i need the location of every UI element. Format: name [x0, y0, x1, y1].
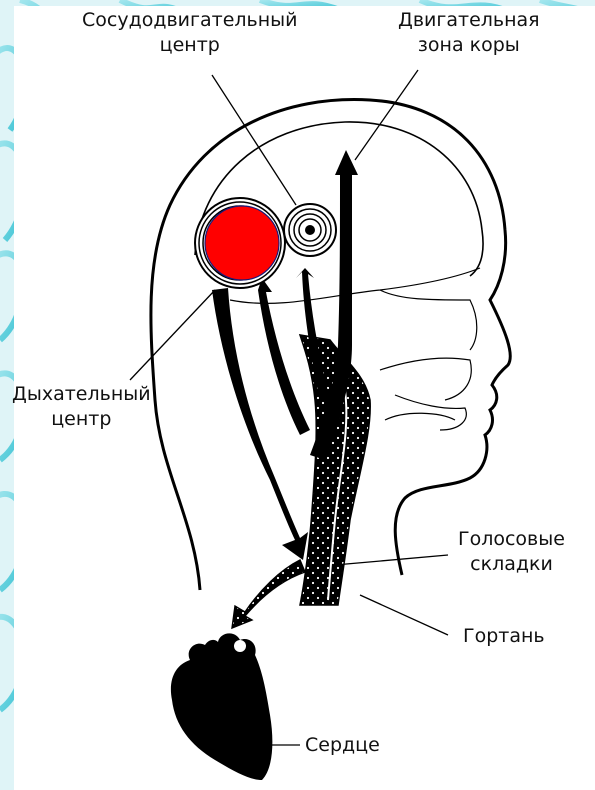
heart-shape	[171, 633, 272, 780]
respiratory-center-marker	[205, 206, 279, 280]
larynx-line1: Гортань	[463, 624, 545, 649]
label-heart: Сердце	[305, 733, 380, 758]
vasomotor-center-rings	[284, 204, 336, 256]
motor-cortex-line1: Двигательная	[398, 8, 540, 33]
label-vasomotor-center: Сосудодвигательный центр	[82, 8, 298, 58]
ascending-pathway	[258, 278, 310, 435]
respiratory-pathway	[212, 288, 308, 560]
heart-branch	[232, 560, 305, 628]
vocal-folds-line1: Голосовые	[458, 527, 565, 552]
respiratory-center-line1: Дыхательный	[12, 382, 151, 407]
heart-line1: Сердце	[305, 733, 380, 758]
motor-cortex-line2: зона коры	[398, 33, 540, 58]
vasomotor-center-line1: Сосудодвигательный	[82, 8, 298, 33]
label-vocal-folds: Голосовые складки	[458, 527, 565, 577]
vasomotor-center-line2: центр	[82, 33, 298, 58]
label-larynx: Гортань	[463, 624, 545, 649]
respiratory-center-line2: центр	[12, 407, 151, 432]
vocal-folds-line2: складки	[458, 552, 565, 577]
label-respiratory-center: Дыхательный центр	[12, 382, 151, 432]
label-motor-cortex: Двигательная зона коры	[398, 8, 540, 58]
